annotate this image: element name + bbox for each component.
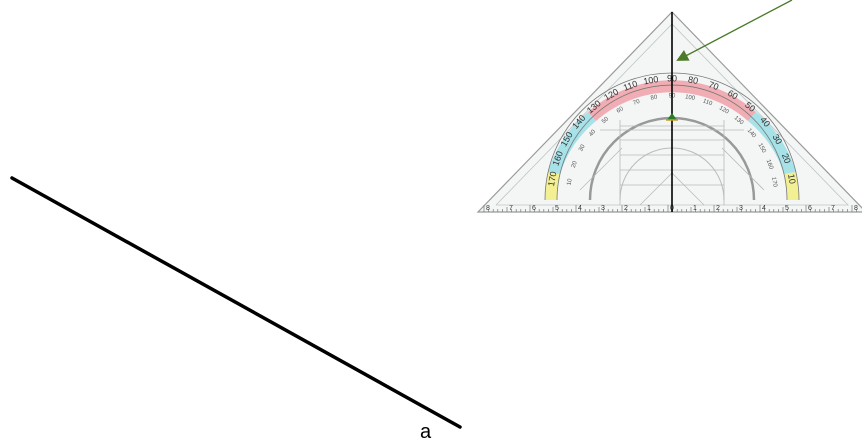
outer-degree-label: 20 (780, 152, 793, 165)
outer-degree-label: 160 (550, 150, 565, 168)
ruler-ticks (483, 205, 857, 212)
set-square-body (476, 11, 862, 213)
ruler-number: 3 (601, 205, 605, 212)
band-yellow-right (784, 172, 800, 200)
inner-degree-label: 120 (718, 105, 730, 116)
ruler-number: 8 (854, 205, 858, 212)
line-a-label: a (420, 421, 432, 442)
line-a (10, 176, 462, 429)
pointer-arrow (676, 0, 793, 61)
inner-degree-label: 50 (601, 116, 610, 125)
inner-degree-label: 150 (756, 142, 767, 154)
ruler-number: 4 (578, 205, 582, 212)
ruler-number: 7 (509, 205, 513, 212)
outer-degree-label: 10 (786, 173, 798, 185)
inner-degree-label: 80 (650, 95, 658, 102)
ruler-number: 6 (532, 205, 536, 212)
inner-degree-label: 70 (632, 99, 641, 107)
ruler-number: 3 (739, 205, 743, 212)
ruler-number: 2 (624, 205, 628, 212)
ruler-number: 5 (785, 205, 789, 212)
inner-degree-label: 130 (733, 115, 745, 126)
ruler-number: 7 (831, 205, 835, 212)
inner-degree-label: 160 (765, 159, 774, 171)
ruler-number: 6 (808, 205, 812, 212)
ruler-number: 8 (486, 205, 490, 212)
inner-degree-label: 60 (616, 106, 625, 115)
inner-degree-label: 100 (685, 94, 697, 102)
outer-degree-label: 100 (643, 74, 660, 86)
outer-degree-label: 70 (707, 79, 720, 92)
ruler-numbers: 87654321012345678 (486, 205, 858, 212)
outer-degree-label: 40 (758, 115, 772, 129)
ruler-number: 2 (716, 205, 720, 212)
outer-degree-label: 50 (743, 100, 757, 114)
band-red (588, 80, 756, 121)
outer-degree-label: 80 (687, 74, 699, 86)
inner-degree-label: 40 (588, 129, 597, 138)
outer-degree-label: 170 (546, 171, 558, 188)
inner-degree-label: 170 (770, 177, 778, 189)
center-marker-icon (667, 113, 677, 120)
ruler-number: 1 (693, 205, 697, 212)
outer-degree-labels: 1701601501401301201101009080706050403020… (546, 73, 798, 187)
outer-degree-label: 30 (770, 132, 784, 146)
outer-degree-label: 110 (622, 79, 639, 93)
ruler-number: 4 (762, 205, 766, 212)
ruler-number: 5 (555, 205, 559, 212)
inner-degree-label: 110 (702, 98, 714, 107)
set-square-protractor: 87654321012345678 1701601501401301201101… (476, 11, 862, 213)
ruler-number: 1 (647, 205, 651, 212)
outer-degree-label: 60 (726, 88, 740, 102)
inner-degree-label: 10 (567, 178, 574, 186)
band-yellow-left (544, 172, 560, 200)
inner-degree-label: 30 (578, 143, 587, 152)
inner-degree-label: 20 (571, 160, 579, 169)
inner-degree-label: 140 (746, 128, 757, 140)
